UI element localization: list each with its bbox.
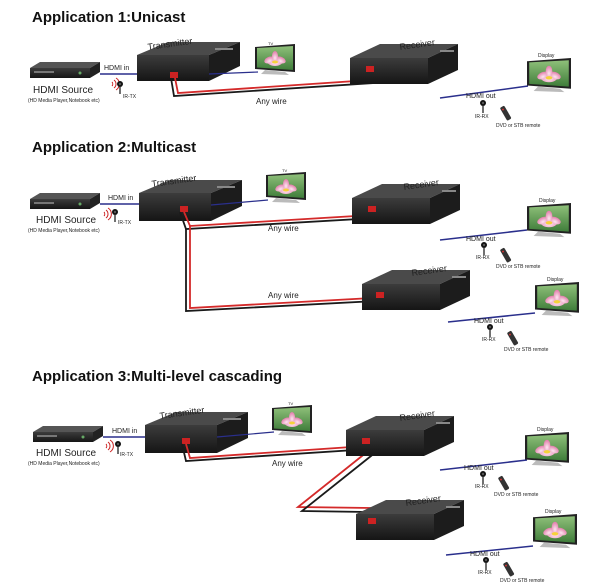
section-title: Application 2:Multicast — [32, 139, 196, 156]
display-screen — [525, 432, 569, 467]
tv-display — [266, 172, 306, 203]
hdmi-source-sub: (HD Media Player,Notebook etc) — [28, 228, 100, 234]
ir-rx-eye-icon — [479, 470, 487, 485]
ir-rx-label: IR-RX — [476, 255, 490, 261]
waves-icon — [105, 439, 114, 453]
hdmi-source-sub: (HD Media Player,Notebook etc) — [28, 98, 100, 104]
remote-label: DVD or STB remote — [496, 123, 541, 129]
ir-rx-eye-icon — [479, 99, 487, 114]
remote-label: DVD or STB remote — [500, 578, 545, 584]
remote-icon — [502, 561, 515, 577]
tv-display — [272, 405, 312, 436]
ir-rx-eye-icon — [482, 556, 490, 571]
section-3: Application 3:Multi-level cascading HDMI… — [28, 368, 577, 584]
display-label: Display — [539, 198, 556, 204]
section-2: Application 2:Multicast HDMI Source (HD … — [28, 139, 579, 353]
any-wire-label: Any wire — [256, 97, 287, 106]
section-title: Application 1:Unicast — [32, 9, 185, 26]
remote-icon — [499, 247, 512, 263]
hdmi-out-cable — [439, 85, 529, 99]
tv-hdmi-cable — [216, 431, 275, 438]
receiver-device — [350, 44, 458, 84]
hdmi-source-device — [30, 62, 100, 78]
hdmi-out-label: HDMI out — [470, 551, 500, 558]
receiver-label: Receiver — [405, 493, 442, 508]
display-label: Display — [537, 427, 554, 433]
tv-hdmi-cable — [208, 71, 259, 75]
remote-icon — [506, 330, 519, 346]
ir-rx-eye-icon — [486, 323, 494, 338]
ir-rx-label: IR-RX — [475, 114, 489, 120]
display-screen — [527, 203, 571, 238]
any-wire-label: Any wire — [272, 459, 303, 468]
hdmi-out-cable — [439, 459, 528, 471]
remote-label: DVD or STB remote — [494, 492, 539, 498]
transmitter-device — [139, 180, 242, 221]
hdmi-source-device — [33, 426, 103, 442]
receiver-device — [346, 416, 454, 456]
hdmi-out-label: HDMI out — [466, 93, 496, 100]
display-label: Display — [538, 53, 555, 59]
remote-icon — [497, 475, 510, 491]
hdmi-source-label: HDMI Source — [36, 448, 96, 459]
hdmi-out-cable — [447, 312, 536, 323]
hdmi-in-label: HDMI in — [112, 428, 137, 435]
ir-rx-eye-icon — [480, 241, 488, 256]
display-screen — [527, 58, 571, 93]
display-label: Display — [547, 277, 564, 283]
transmitter-device — [137, 42, 240, 81]
remote-label: DVD or STB remote — [496, 264, 541, 270]
ir-eye-icon — [116, 80, 124, 95]
ir-rx-label: IR-RX — [478, 570, 492, 576]
any-wire-label: Any wire — [268, 224, 299, 233]
hdmi-out-cable — [445, 545, 534, 556]
receiver-label: Receiver — [399, 408, 436, 423]
remote-icon — [499, 105, 512, 121]
remote-label: DVD or STB remote — [504, 347, 549, 353]
any-wire-label: Any wire — [268, 291, 299, 300]
receiver-device — [356, 500, 464, 540]
section-1: Application 1:Unicast HDMI Source (HD Me… — [28, 9, 571, 129]
ir-rx-label: IR-RX — [475, 484, 489, 490]
hdmi-out-label: HDMI out — [474, 318, 504, 325]
hdmi-source-sub: (HD Media Player,Notebook etc) — [28, 461, 100, 467]
display-label: Display — [545, 509, 562, 515]
hdmi-in-label: HDMI in — [108, 195, 133, 202]
receiver-label: Receiver — [399, 37, 436, 52]
tv-display — [255, 44, 295, 75]
section-title: Application 3:Multi-level cascading — [32, 368, 282, 385]
tv-label: TV — [268, 41, 273, 46]
receiver-label: Receiver — [411, 263, 448, 278]
display-screen — [533, 514, 577, 549]
hdmi-source-label: HDMI Source — [33, 85, 93, 96]
tv-hdmi-cable — [210, 199, 269, 206]
waves-icon — [103, 207, 112, 221]
display-screen — [535, 282, 579, 317]
tv-label: TV — [282, 168, 287, 173]
receiver-device — [352, 184, 460, 224]
ir-tx-label: IR-TX — [123, 94, 137, 100]
hdmi-out-label: HDMI out — [464, 465, 494, 472]
hdmi-out-label: HDMI out — [466, 236, 496, 243]
ir-rx-label: IR-RX — [482, 337, 496, 343]
transmitter-device — [145, 412, 248, 453]
hdmi-source-label: HDMI Source — [36, 215, 96, 226]
tv-label: TV — [288, 401, 293, 406]
hdmi-out-cable — [439, 229, 528, 241]
ir-tx-label: IR-TX — [118, 220, 132, 226]
hdmi-in-label: HDMI in — [104, 65, 129, 72]
receiver-label: Receiver — [403, 177, 440, 192]
receiver-device — [362, 270, 470, 310]
hdmi-source-device — [30, 193, 100, 209]
ir-tx-label: IR-TX — [120, 452, 134, 458]
